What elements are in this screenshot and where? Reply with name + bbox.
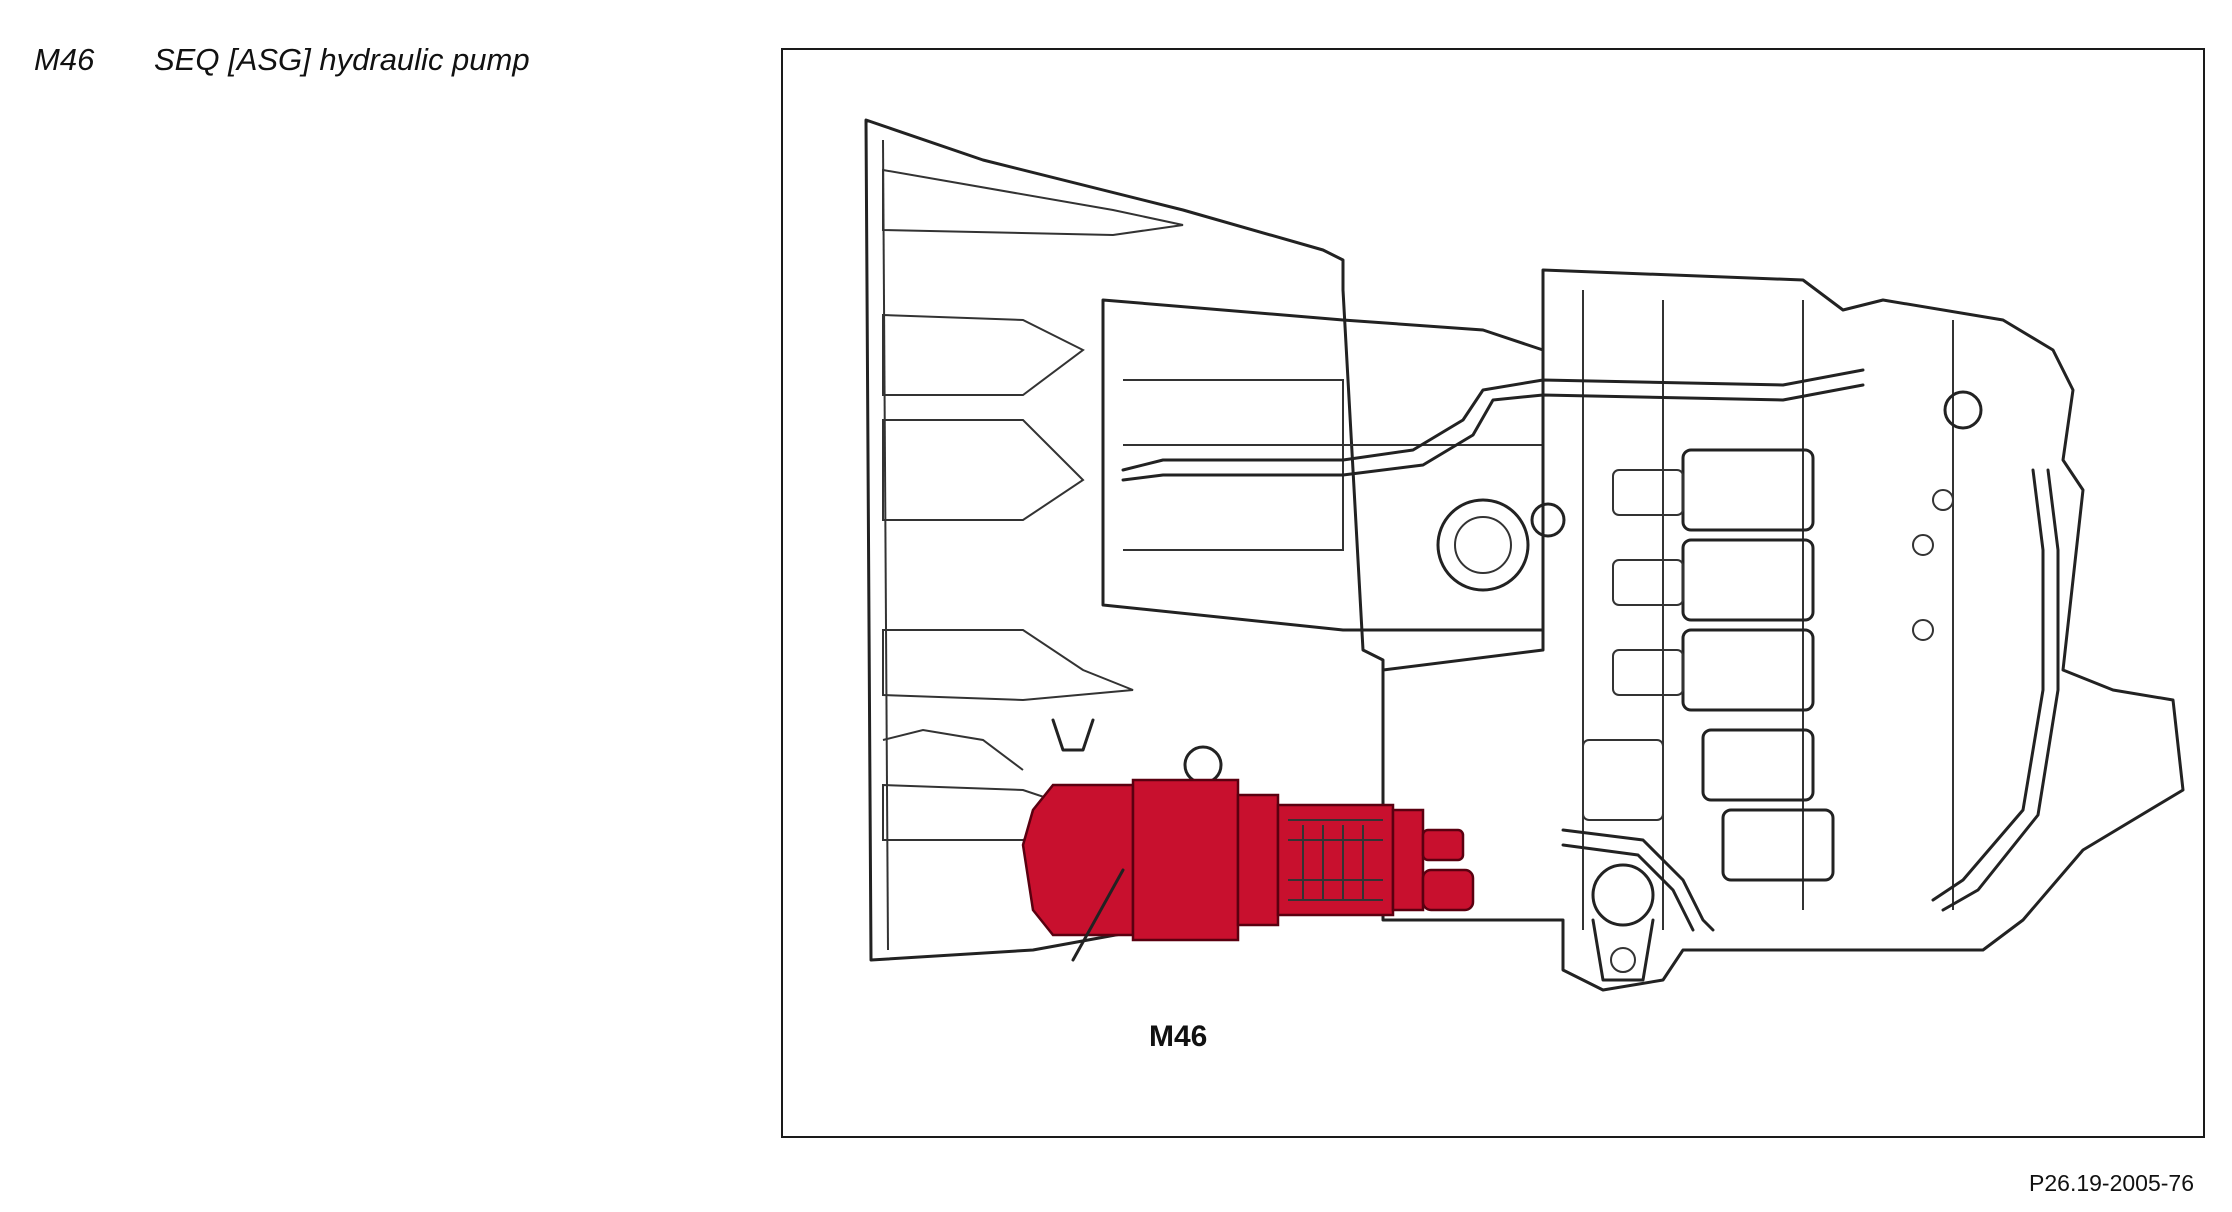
- callout-leader: [1071, 868, 1125, 962]
- callout-label-m46: M46: [1149, 1020, 1208, 1053]
- solenoid-valve: [1681, 628, 1815, 712]
- legend-title: SEQ [ASG] hydraulic pump: [154, 42, 530, 77]
- solenoid-valve: [1681, 448, 1815, 532]
- main-case: [1101, 298, 1545, 632]
- figure-reference: P26.19-2005-76: [2029, 1170, 2194, 1196]
- legend-code: M46: [34, 42, 95, 77]
- housing-rib: [882, 419, 1085, 521]
- hydraulic-pump-m46: [1021, 778, 1475, 942]
- return-pipe: [1931, 468, 2045, 902]
- housing-rib: [882, 168, 1184, 237]
- mounting-bolt: [1591, 863, 1655, 927]
- housing-rib: [882, 313, 1085, 396]
- housing-rib: [882, 629, 1134, 702]
- ring-fitting: [1436, 498, 1530, 592]
- transmission-drawing: [864, 118, 2185, 992]
- return-pipe: [1561, 828, 1715, 932]
- solenoid-valve: [1681, 538, 1815, 622]
- hydraulic-line: [1121, 368, 1865, 472]
- solenoid-valve: [1721, 808, 1835, 882]
- solenoid-valve: [1701, 728, 1815, 802]
- legend-entry: M46 SEQ [ASG] hydraulic pump: [34, 42, 530, 78]
- rear-case: [1381, 268, 2185, 992]
- pump-bracket: [1051, 718, 1095, 752]
- diagram-frame: M46: [781, 48, 2205, 1138]
